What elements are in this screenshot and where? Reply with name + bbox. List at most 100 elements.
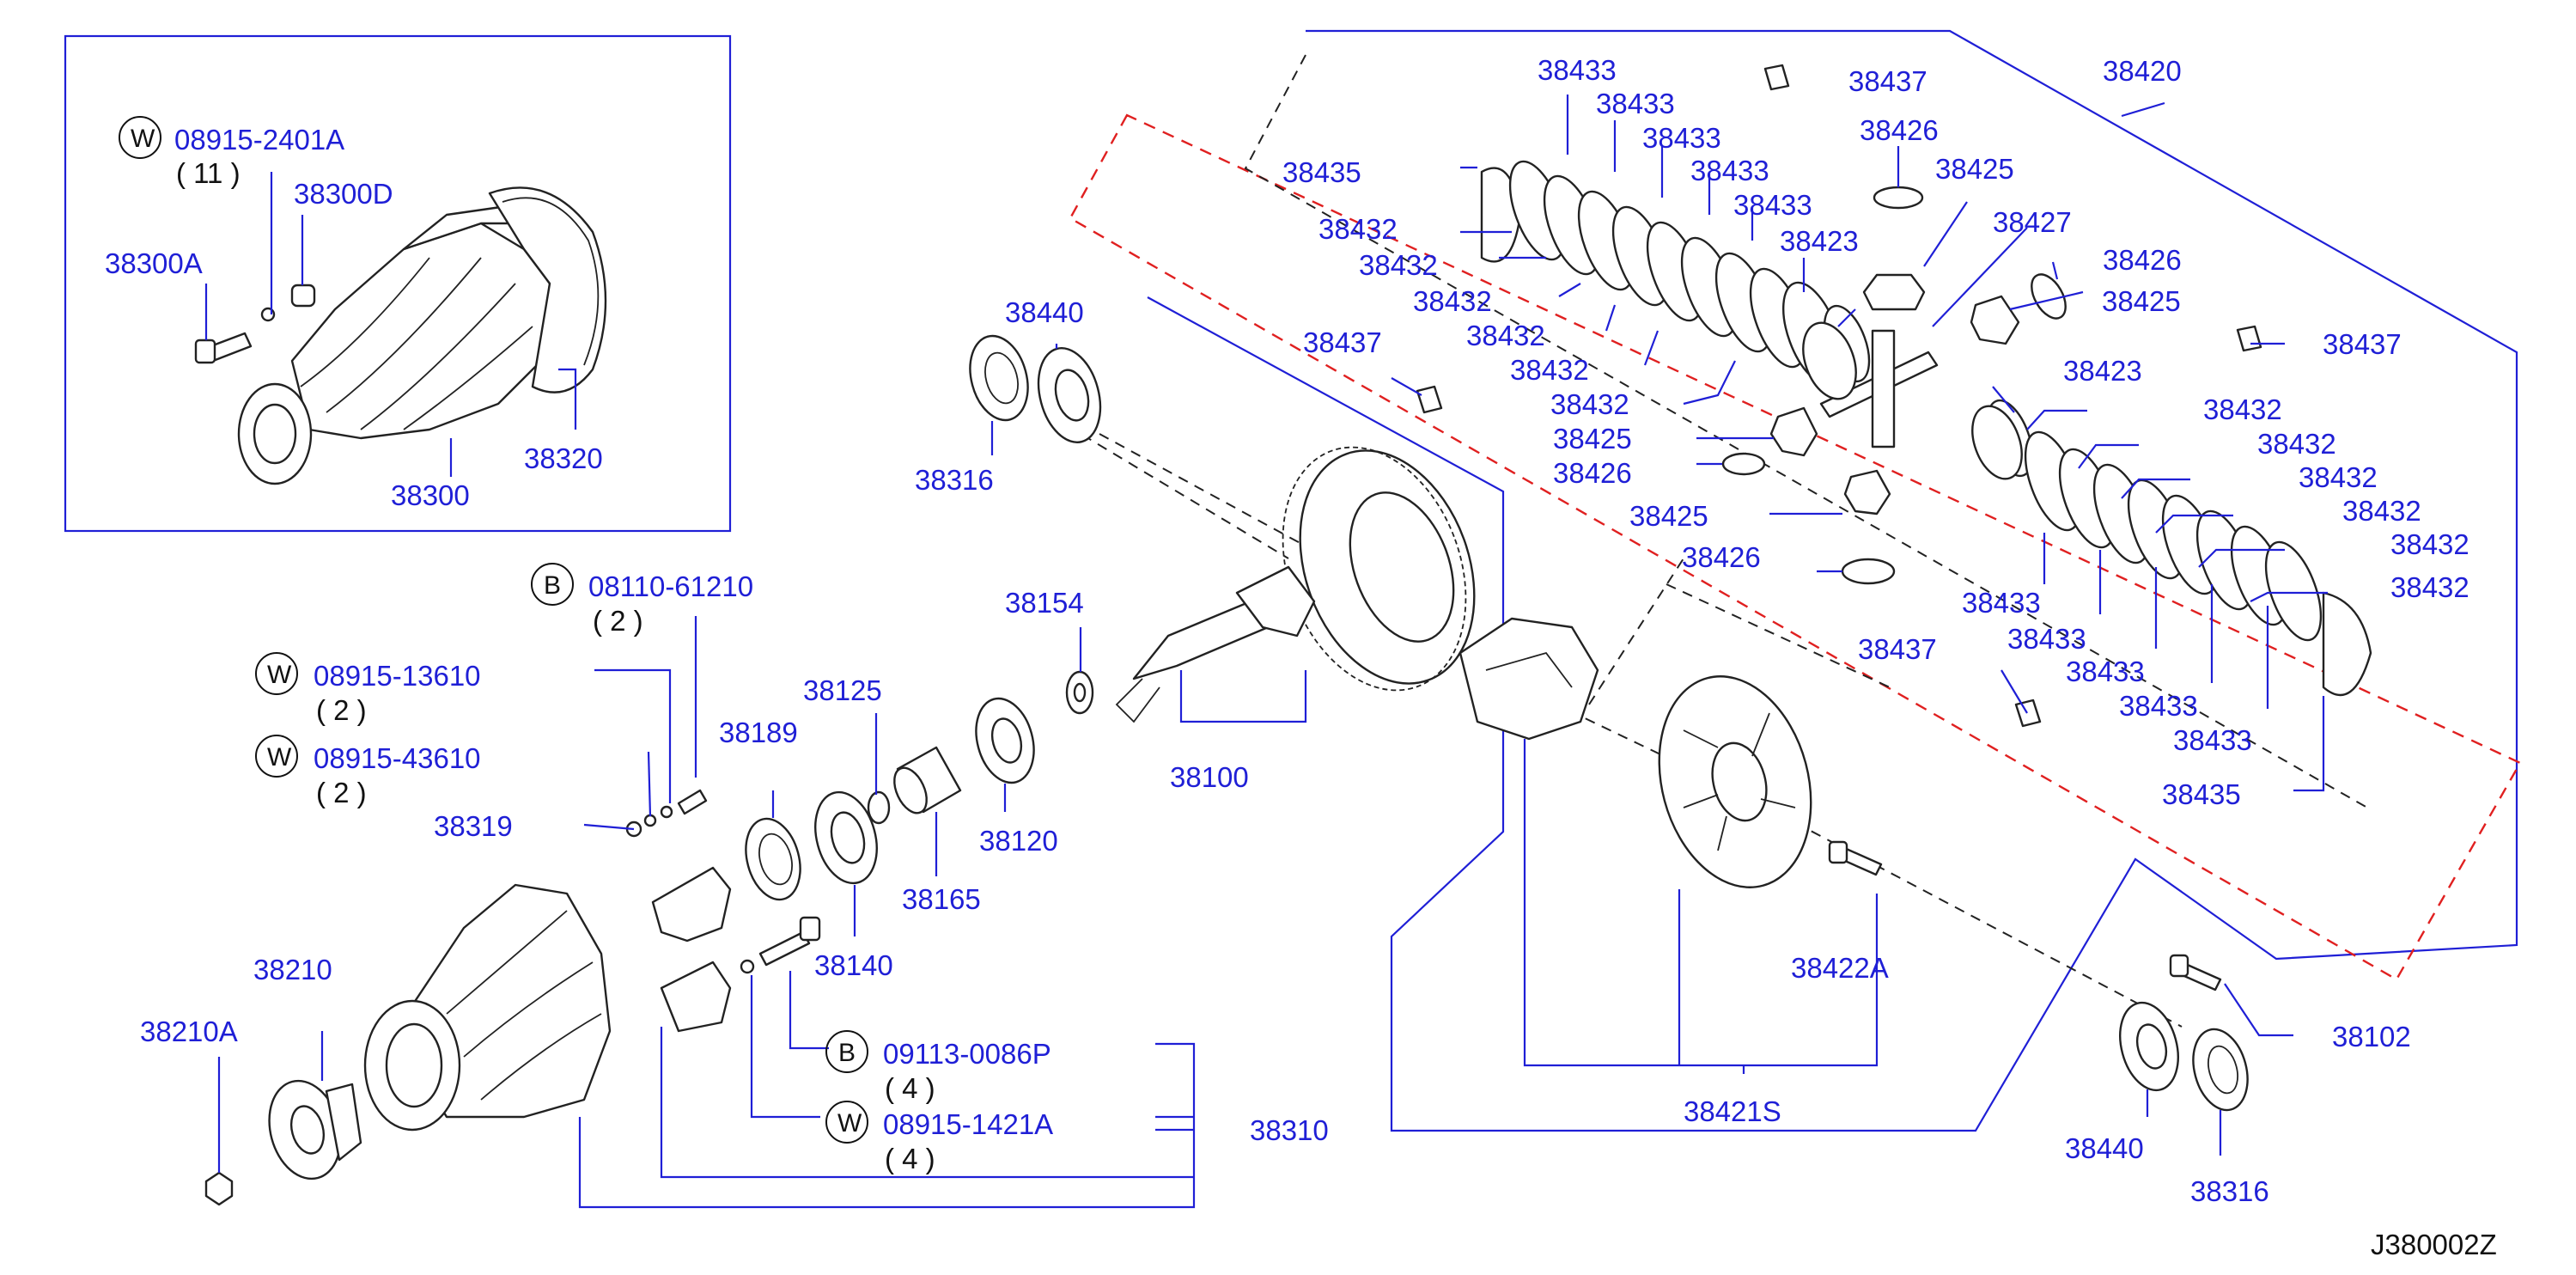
label-38437-b: 38437 xyxy=(2323,328,2402,360)
fastener-code-08915-1421A: 08915-1421A xyxy=(883,1108,1053,1140)
label-38300: 38300 xyxy=(391,479,470,511)
label-38432-8: 38432 xyxy=(2257,428,2336,460)
label-38433-5: 38433 xyxy=(1733,189,1812,221)
label-38425-d: 38425 xyxy=(1629,500,1708,532)
label-38433-2: 38433 xyxy=(1596,88,1675,119)
label-38189: 38189 xyxy=(719,717,798,748)
side-gear-38423-b xyxy=(1971,405,2023,480)
label-38422A: 38422A xyxy=(1791,952,1889,984)
label-38432-1: 38432 xyxy=(1318,213,1398,245)
bearing-38140 xyxy=(814,790,878,885)
label-38433-6: 38433 xyxy=(1962,587,2041,619)
pinion-gear-38425-d xyxy=(1843,469,1891,515)
label-38300A: 38300A xyxy=(105,247,203,279)
plate-38437-d xyxy=(2014,699,2042,728)
label-38102: 38102 xyxy=(2332,1021,2411,1052)
washer-38154 xyxy=(1065,670,1094,715)
label-38300D: 38300D xyxy=(294,178,393,210)
nut-38300D xyxy=(290,284,316,308)
label-38432-4: 38432 xyxy=(1466,320,1545,351)
plate-38437-a xyxy=(1763,64,1790,91)
thrust-washer-38426-c xyxy=(1721,452,1766,476)
label-38426-d: 38426 xyxy=(1682,541,1761,573)
label-38154: 38154 xyxy=(1005,587,1084,619)
label-38100: 38100 xyxy=(1170,761,1249,793)
case-connection xyxy=(1588,558,1684,705)
fastener-qty-08915-2401A: ( 11 ) xyxy=(176,157,241,189)
label-38423-a: 38423 xyxy=(1780,225,1859,257)
washer-symbol-circle-4 xyxy=(825,1101,868,1144)
pinion-gear-38425-a xyxy=(1862,273,1926,311)
differential-case-38421S xyxy=(1658,675,1812,888)
spacer-38165 xyxy=(893,746,962,814)
bolt-symbol-circle-2 xyxy=(825,1030,868,1073)
pinion-gear-38425-c xyxy=(1769,406,1818,457)
side-gear-38423-a xyxy=(1802,321,1857,400)
bolt-38102 xyxy=(2169,954,2222,991)
companion-flange-38210 xyxy=(268,1079,362,1180)
washer-symbol-circle-2 xyxy=(255,652,298,695)
label-38435-a: 38435 xyxy=(1282,156,1361,188)
label-38421S: 38421S xyxy=(1684,1095,1781,1127)
label-38432-12: 38432 xyxy=(2390,571,2469,603)
label-38433-4: 38433 xyxy=(1690,155,1769,186)
label-38120: 38120 xyxy=(979,825,1058,857)
fastener-code-08915-43610: 08915-43610 xyxy=(314,742,481,774)
label-38423-b: 38423 xyxy=(2063,355,2142,387)
label-38437-d: 38437 xyxy=(1858,633,1937,665)
fastener-qty-09113-0086P: ( 4 ) xyxy=(885,1072,935,1104)
label-38432-6: 38432 xyxy=(1550,388,1629,420)
fastener-symbol-b-1: B xyxy=(544,571,561,600)
leader-lines xyxy=(204,95,2328,1209)
label-38435-b: 38435 xyxy=(2162,778,2241,810)
fastener-code-08915-13610: 08915-13610 xyxy=(314,660,481,692)
label-38433-1: 38433 xyxy=(1538,54,1617,86)
washer-symbol-circle-3 xyxy=(255,735,298,778)
case-assembly-outline-38420 xyxy=(1147,29,2518,1132)
bearing-race-38316-lower xyxy=(2192,1028,2249,1112)
fastener-qty-08110-61210: ( 2 ) xyxy=(593,605,643,637)
fastener-symbol-w-4: W xyxy=(837,1109,862,1138)
label-38310: 38310 xyxy=(1250,1114,1329,1146)
fastener-code-08915-2401A: 08915-2401A xyxy=(174,124,344,156)
label-38426-b: 38426 xyxy=(2103,244,2182,276)
inset-assembly-box xyxy=(64,34,732,533)
pinion-shaft-38427 xyxy=(1819,329,1939,448)
label-38437-c: 38437 xyxy=(1303,326,1382,358)
plate-38437-b xyxy=(2236,325,2262,352)
bearing-cap-38310 xyxy=(651,866,732,1033)
hardware-38319 xyxy=(625,789,708,838)
fastener-symbol-b-2: B xyxy=(838,1039,856,1067)
label-38440-upper: 38440 xyxy=(1005,296,1084,328)
label-38316-upper: 38316 xyxy=(915,464,994,496)
fastener-symbol-w-2: W xyxy=(267,661,292,689)
bearing-38120 xyxy=(975,697,1035,784)
washer-38125 xyxy=(867,790,891,825)
label-38316-lower: 38316 xyxy=(2190,1175,2269,1207)
label-38425-a: 38425 xyxy=(1935,153,2014,185)
ring-gear-38100 xyxy=(1282,446,1476,692)
label-38425-b: 38425 xyxy=(2102,285,2181,317)
label-38432-11: 38432 xyxy=(2390,528,2469,560)
differential-case-half-38421S xyxy=(1459,617,1599,741)
fastener-qty-08915-1421A: ( 4 ) xyxy=(885,1143,935,1174)
label-38426-c: 38426 xyxy=(1553,457,1632,489)
washer-08915-1421A xyxy=(740,959,755,974)
cluster-to-case xyxy=(1666,583,1891,688)
fastener-code-09113-0086P: 09113-0086P xyxy=(883,1038,1051,1070)
label-38210: 38210 xyxy=(253,954,332,985)
bolt-09113-0086P xyxy=(758,916,821,967)
label-38425-c: 38425 xyxy=(1553,423,1632,454)
bearing-race-38316-upper xyxy=(969,334,1029,422)
clutch-stack-upper xyxy=(1480,160,1871,386)
washer-symbol-circle xyxy=(119,116,161,159)
bearing-38440-lower xyxy=(2119,1001,2179,1092)
label-38432-7: 38432 xyxy=(2203,393,2282,425)
thrust-washer-38426-d xyxy=(1841,558,1896,585)
fastener-qty-08915-43610: ( 2 ) xyxy=(316,777,367,808)
label-38432-9: 38432 xyxy=(2299,461,2378,493)
label-38437-a: 38437 xyxy=(1848,65,1927,97)
label-38433-3: 38433 xyxy=(1642,122,1721,154)
label-38426-a: 38426 xyxy=(1860,114,1939,146)
